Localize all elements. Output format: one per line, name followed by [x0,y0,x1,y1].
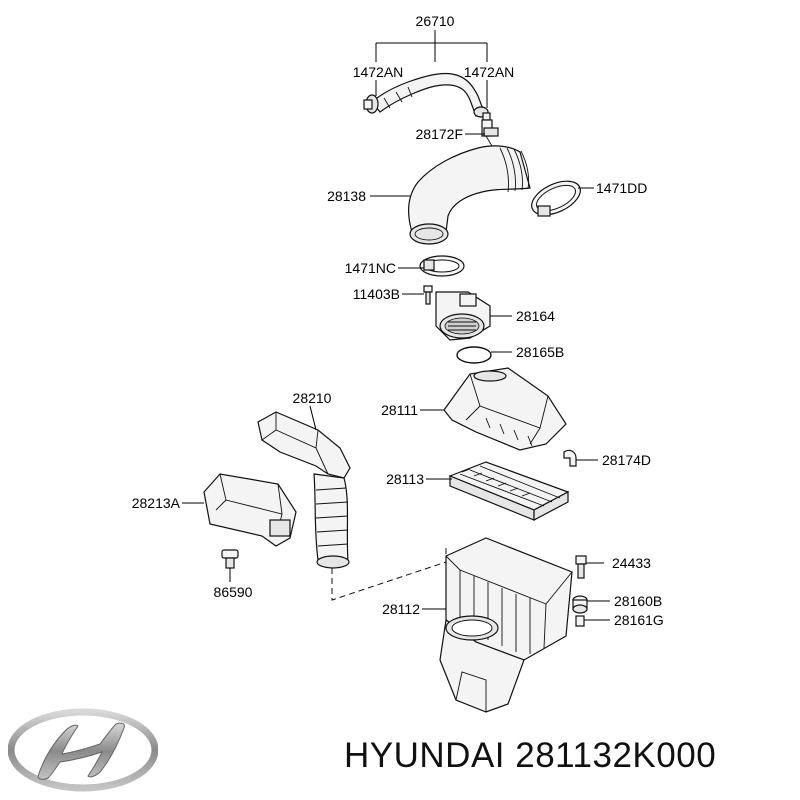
callout-28165B: 28165B [516,344,564,360]
brand-part-number: HYUNDAI 281132K000 [344,736,717,775]
grommet-86590 [221,549,239,582]
callout-28113: 28113 [386,471,424,487]
insulator-28160B [572,595,610,614]
callout-86590: 86590 [214,584,253,600]
callout-28164: 28164 [516,308,555,324]
callout-28160B: 28160B [614,593,662,609]
intake-hose-28138 [370,145,531,245]
callout-28111: 28111 [381,402,418,418]
callout-11403B: 11403B [353,286,400,302]
screw-11403B [402,285,433,305]
sensor-28164 [435,291,512,341]
callout-28172F: 28172F [416,126,463,142]
callout-26710: 26710 [416,13,455,29]
callout-1471NC: 1471NC [345,260,396,276]
callout-1472AN-right: 1472AN [464,64,515,80]
callout-24433: 24433 [612,555,651,571]
clamp-1471NC [398,255,465,277]
resonator-28213A [182,473,297,547]
gasket-28165B [456,346,512,364]
callout-28174D: 28174D [602,452,651,468]
housing-28112 [422,537,573,713]
callout-28161G: 28161G [614,612,664,628]
hyundai-logo-icon [8,708,158,792]
cover-28111 [420,367,567,451]
callout-28138: 28138 [327,188,366,204]
callout-1471DD: 1471DD [596,180,647,196]
callout-28213A: 28213A [132,495,181,511]
callout-1472AN-left: 1472AN [353,64,404,80]
leader-26710 [375,30,488,108]
pin-28161G [575,615,610,627]
breather-hose-26710 [363,72,491,121]
assembly-dashed-line [331,546,447,601]
duct-28210 [257,405,351,569]
clamp-1471DD [531,180,594,217]
callout-28112: 28112 [382,601,420,617]
bolt-24433 [575,555,604,579]
clip-28174D [563,449,598,467]
fitting-28172F [465,119,499,147]
callout-28210: 28210 [293,390,332,406]
filter-28113 [426,461,570,521]
